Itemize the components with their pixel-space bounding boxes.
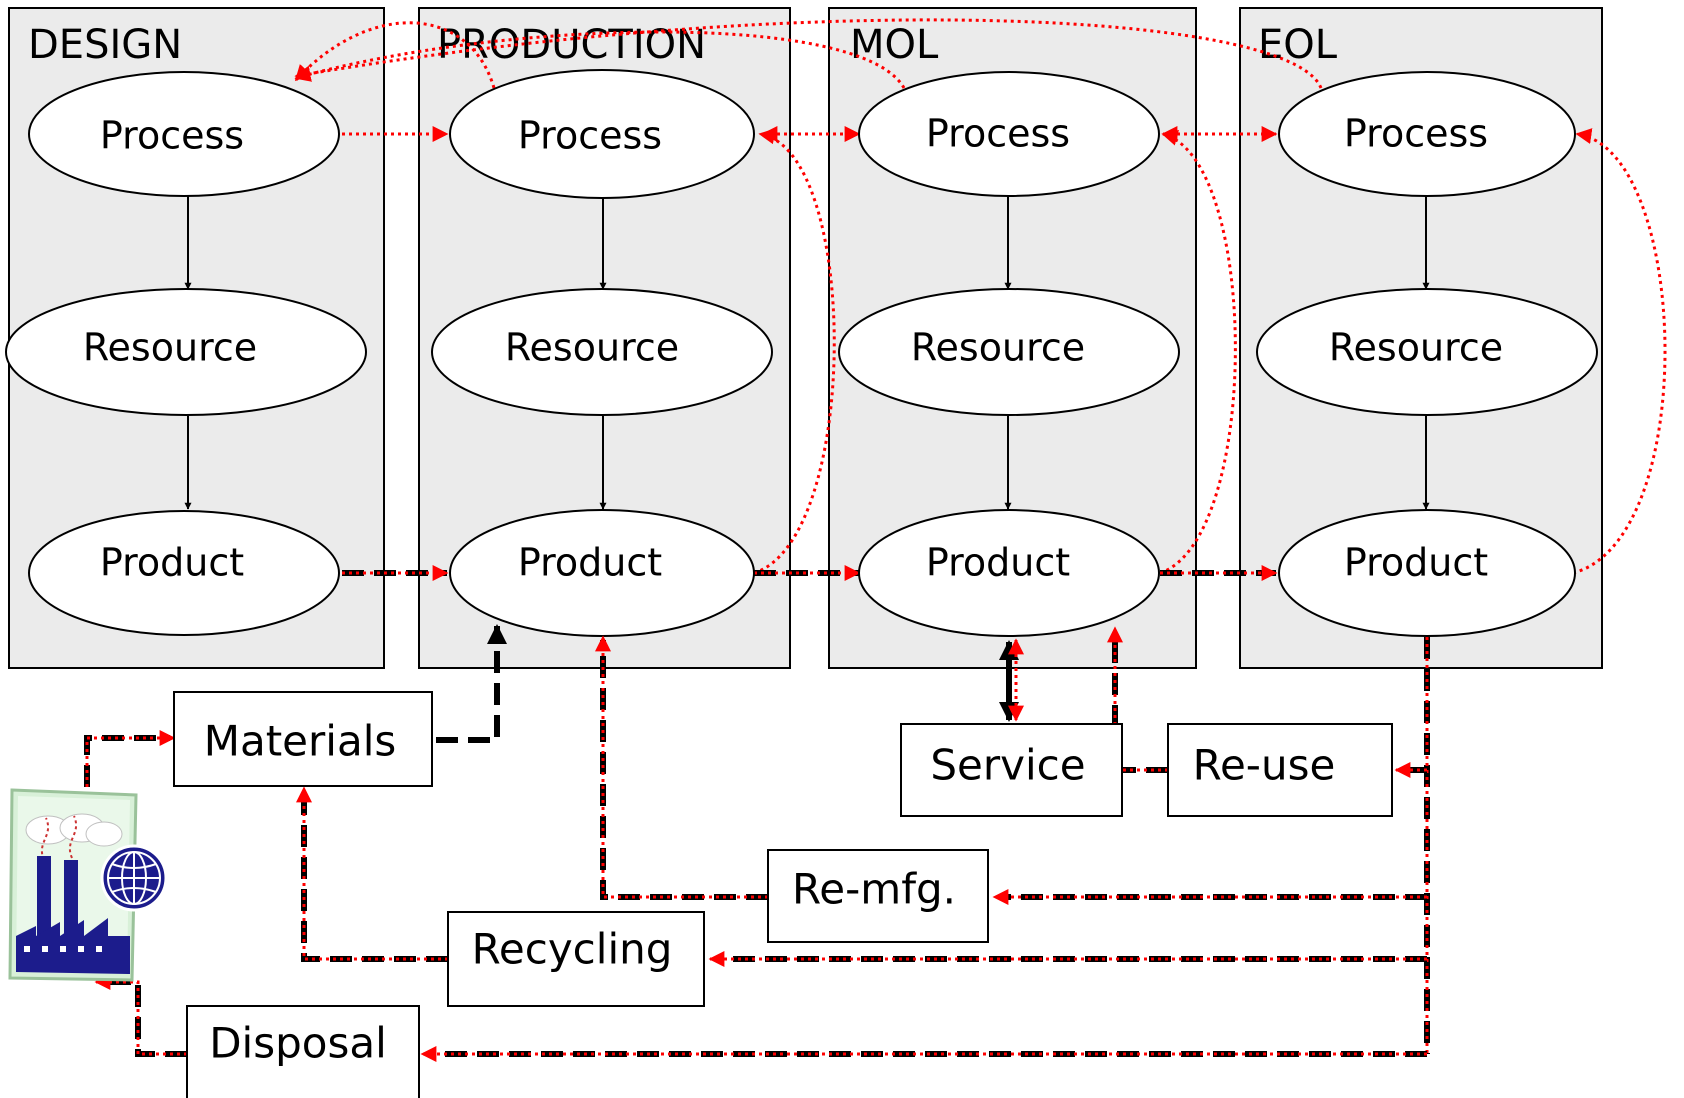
- node-label: Resource: [505, 326, 679, 370]
- disposal-label: Disposal: [209, 1019, 387, 1068]
- production-resource-node: Resource: [431, 288, 773, 416]
- mol-resource-node: Resource: [838, 288, 1180, 416]
- information-flows: [294, 18, 1667, 575]
- node-label: Resource: [83, 326, 257, 370]
- return-flows: [84, 624, 1430, 1062]
- mol-process-node: Process: [858, 71, 1160, 197]
- recycling-box: Recycling: [447, 911, 705, 1007]
- node-label: Process: [1344, 112, 1488, 156]
- phase-label-design: DESIGN: [28, 22, 182, 68]
- node-label: Resource: [911, 326, 1085, 370]
- reuse-box: Re-use: [1167, 723, 1393, 817]
- eol-resource-node: Resource: [1256, 288, 1598, 416]
- mol-nodes: Process Resource Product: [838, 71, 1180, 637]
- recycling-label: Recycling: [472, 925, 673, 974]
- phase-label-eol: EOL: [1258, 22, 1338, 68]
- factory-globe-icon: [8, 788, 168, 982]
- service-label: Service: [930, 741, 1085, 790]
- design-nodes: Process Resource Product: [5, 71, 367, 636]
- node-label: Product: [100, 541, 244, 585]
- node-label: Process: [926, 112, 1070, 156]
- design-process-node: Process: [28, 71, 340, 197]
- reuse-label: Re-use: [1193, 741, 1336, 790]
- node-label: Product: [1344, 541, 1488, 585]
- internal-flows: [184, 196, 1430, 510]
- remfg-box: Re-mfg.: [767, 849, 989, 943]
- production-nodes: Process Resource Product: [431, 69, 773, 637]
- materials-label: Materials: [204, 717, 397, 766]
- node-label: Process: [518, 114, 662, 158]
- design-product-node: Product: [28, 510, 340, 636]
- remfg-label: Re-mfg.: [792, 865, 956, 914]
- design-resource-node: Resource: [5, 288, 367, 416]
- eol-product-node: Product: [1278, 509, 1576, 637]
- production-product-node: Product: [449, 509, 755, 637]
- production-process-node: Process: [449, 69, 755, 199]
- disposal-box: Disposal: [186, 1005, 420, 1098]
- node-label: Product: [518, 541, 662, 585]
- materials-box: Materials: [173, 691, 433, 787]
- eol-process-node: Process: [1278, 71, 1576, 197]
- node-label: Product: [926, 541, 1070, 585]
- mol-product-node: Product: [858, 509, 1160, 637]
- phase-label-mol: MOL: [850, 22, 939, 68]
- node-label: Resource: [1329, 326, 1503, 370]
- phase-label-production: PRODUCTION: [437, 22, 706, 68]
- service-box: Service: [900, 723, 1123, 817]
- node-label: Process: [100, 114, 244, 158]
- eol-nodes: Process Resource Product: [1256, 71, 1598, 637]
